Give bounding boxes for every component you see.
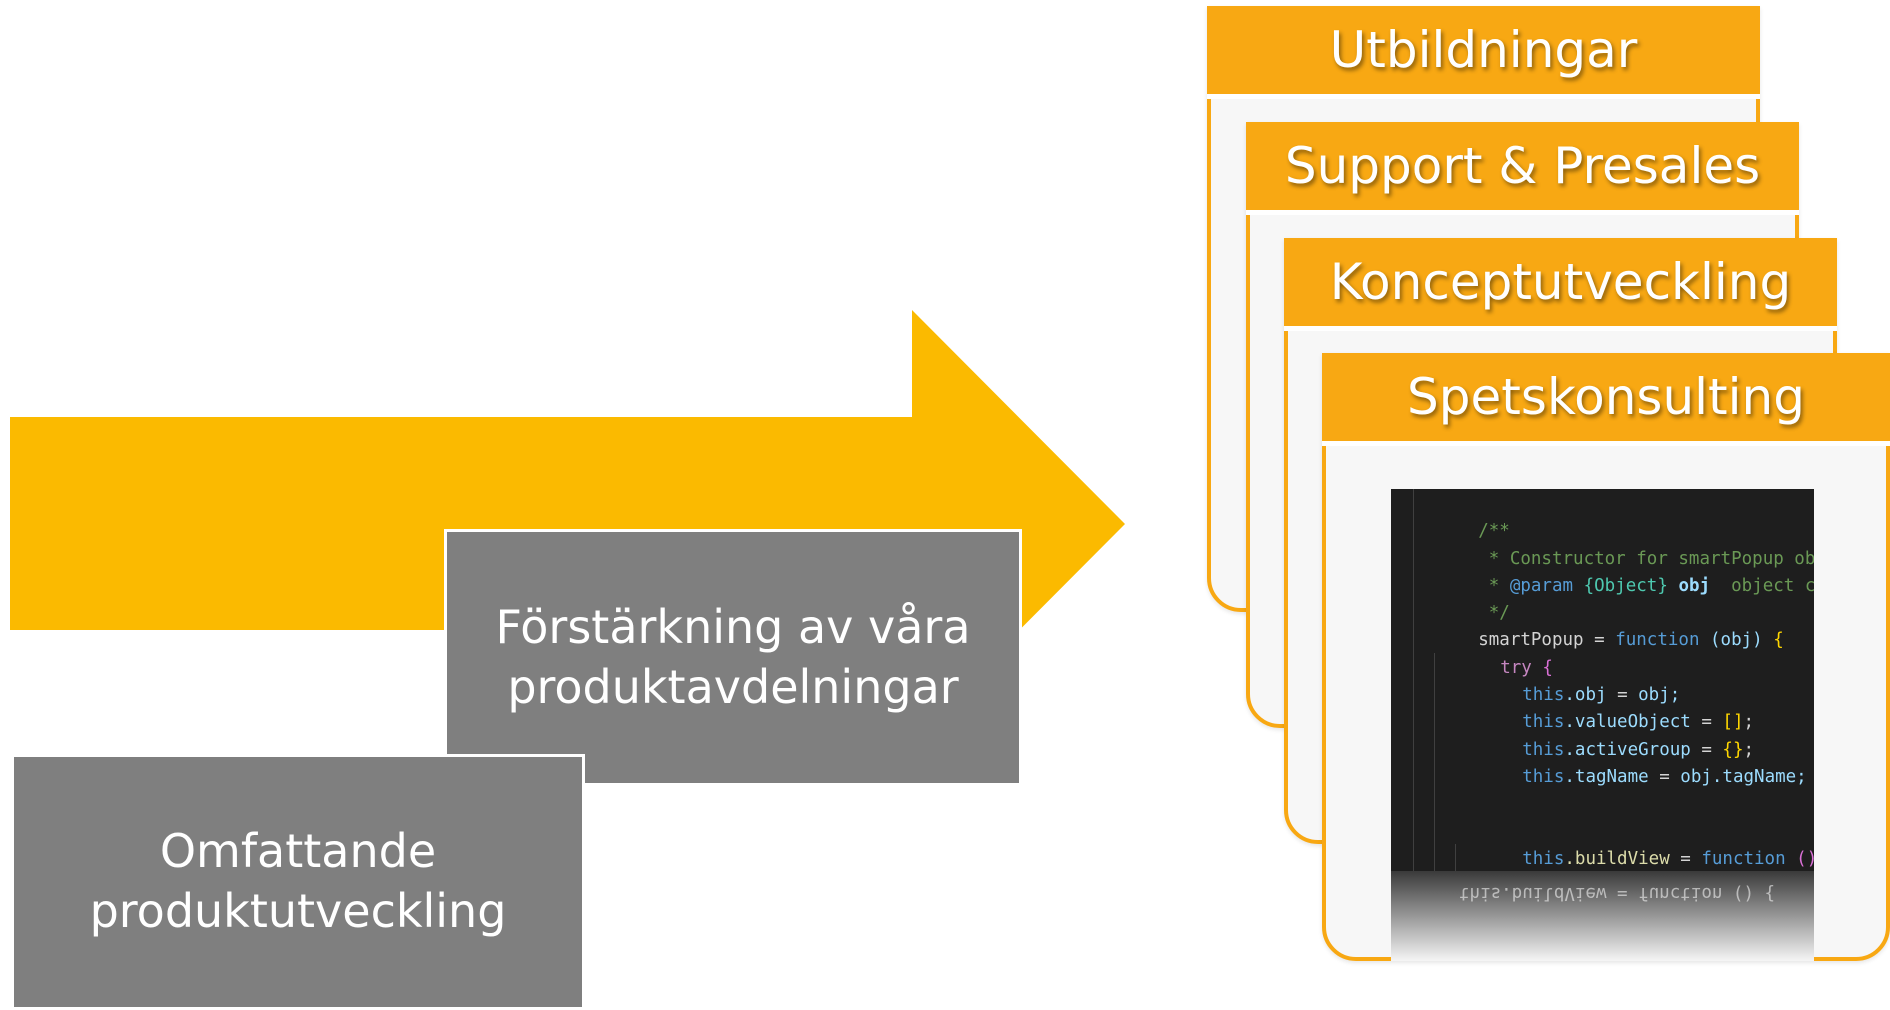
code-value: []	[1722, 712, 1744, 733]
code-operator: =	[1648, 766, 1681, 787]
code-property: .activeGroup	[1564, 739, 1691, 760]
code-semicolon: ;	[1743, 739, 1755, 760]
code-operator: =	[1690, 739, 1723, 760]
card-spetskonsulting: Spetskonsulting /** * Constructor for sm…	[1322, 353, 1890, 961]
code-property: .tagName	[1564, 766, 1649, 787]
code-this: this	[1522, 739, 1565, 760]
code-this: this	[1522, 685, 1565, 706]
code-line: * Constructor for smartPopup object	[1391, 518, 1814, 569]
code-property: .valueObject	[1564, 712, 1691, 733]
code-comment	[1668, 576, 1679, 596]
code-line: this.tagName = obj.tagName;	[1391, 737, 1814, 787]
code-comment: /**	[1478, 521, 1510, 542]
omfattande-box: Omfattande produktutveckling	[11, 754, 585, 1010]
code-value: obj;	[1638, 685, 1681, 706]
indent-guide	[1413, 489, 1414, 871]
code-keyword: function	[1615, 630, 1700, 651]
code-operator: =	[1690, 712, 1723, 733]
omfattande-text: Omfattande produktutveckling	[89, 824, 507, 938]
code-brace: {	[1542, 657, 1553, 678]
code-comment: */	[1478, 603, 1510, 624]
forstarkning-box: Förstärkning av våra produktavdelningar	[444, 529, 1022, 786]
code-operator: =	[1583, 630, 1616, 651]
card-title-support-presales: Support & Presales	[1246, 122, 1799, 215]
code-semicolon: ;	[1743, 712, 1755, 733]
code-comment: *	[1478, 575, 1510, 596]
indent-guide	[1455, 844, 1456, 871]
card-title-spetskonsulting: Spetskonsulting	[1322, 353, 1890, 446]
code-brace: {	[1773, 630, 1784, 651]
code-line: this.valueObject = [];	[1391, 682, 1814, 732]
card-title-konceptutveckling: Konceptutveckling	[1284, 238, 1837, 331]
code-operator: =	[1606, 685, 1639, 706]
code-reflection: this.buildView = function () {	[1391, 871, 1814, 961]
code-operator: =	[1669, 848, 1702, 869]
indent-guide	[1434, 653, 1435, 871]
code-doc-type: {Object}	[1583, 575, 1668, 596]
code-line: smartPopup = function (obj) {	[1391, 600, 1814, 650]
code-line: this.buildView = function () {	[1391, 819, 1814, 869]
code-this: this	[1522, 848, 1565, 869]
code-this: this	[1522, 712, 1565, 733]
code-this: this	[1522, 766, 1565, 787]
code-doc-param: obj	[1678, 575, 1711, 596]
code-property: .obj	[1564, 685, 1607, 706]
code-reflection-text: this.buildView = function () {	[1459, 883, 1776, 903]
code-keyword: try	[1500, 657, 1532, 678]
code-doc-tag: @param	[1509, 575, 1574, 596]
code-value: obj.tagName;	[1680, 766, 1807, 787]
forstarkning-text: Förstärkning av våra produktavdelningar	[495, 599, 971, 714]
code-line-blank	[1391, 791, 1814, 818]
code-keyword: function	[1701, 848, 1786, 869]
code-params: ()	[1796, 848, 1814, 869]
code-identifier: smartPopup	[1478, 630, 1584, 651]
code-line: try {	[1391, 627, 1814, 678]
code-params: (obj)	[1699, 630, 1774, 651]
code-value: {}	[1722, 739, 1744, 760]
code-line: /**	[1391, 491, 1814, 541]
code-property: .buildView	[1564, 848, 1670, 869]
code-line: * @param {Object} obj object clicke	[1391, 546, 1814, 596]
code-screenshot: /** * Constructor for smartPopup object …	[1391, 489, 1814, 871]
code-line: */	[1391, 573, 1814, 623]
code-line: this.activeGroup = {};	[1391, 709, 1814, 760]
code-line: this.obj = obj;	[1391, 655, 1814, 705]
code-comment: * Constructor for smartPopup object	[1488, 548, 1814, 569]
code-comment: object clicke	[1731, 575, 1814, 596]
code-comment	[1573, 576, 1584, 596]
card-title-utbildningar: Utbildningar	[1207, 6, 1760, 99]
